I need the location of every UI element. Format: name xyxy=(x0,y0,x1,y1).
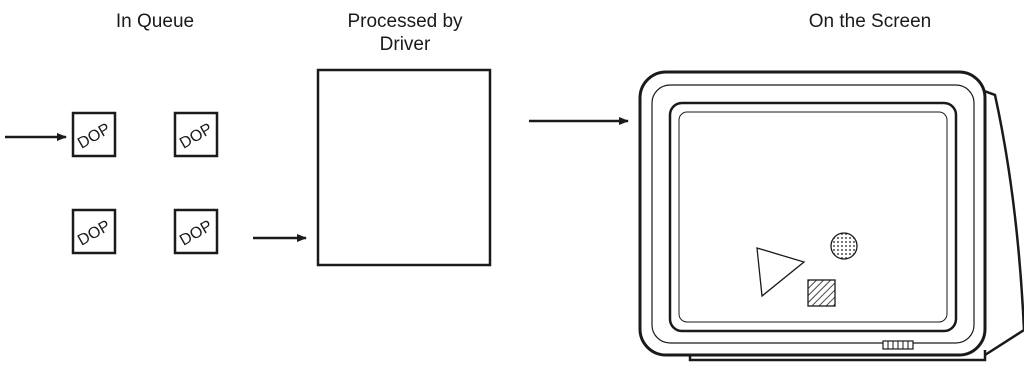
monitor xyxy=(638,70,1024,362)
monitor-screen-inner xyxy=(678,111,948,323)
screen-dotted-circle xyxy=(830,232,858,260)
queue-item-dop: DOP xyxy=(71,208,117,255)
stage-title-driver: Processed by Driver xyxy=(320,10,490,56)
queue-item-dop: DOP xyxy=(173,208,219,255)
monitor-bezel-inner xyxy=(651,84,975,344)
screen-triangle xyxy=(756,247,806,298)
stage-title-driver-text: Processed by Driver xyxy=(347,11,463,55)
queue-item-dop: DOP xyxy=(173,111,219,158)
driver-box xyxy=(316,68,492,267)
monitor-screen xyxy=(668,101,958,333)
stage-title-screen: On the Screen xyxy=(808,11,932,32)
monitor-vent-icon xyxy=(882,340,914,350)
queue-item-dop: DOP xyxy=(71,111,117,158)
stage-title-queue: In Queue xyxy=(115,11,195,32)
monitor-case-side xyxy=(939,73,1024,357)
screen-hatched-square xyxy=(807,279,836,307)
